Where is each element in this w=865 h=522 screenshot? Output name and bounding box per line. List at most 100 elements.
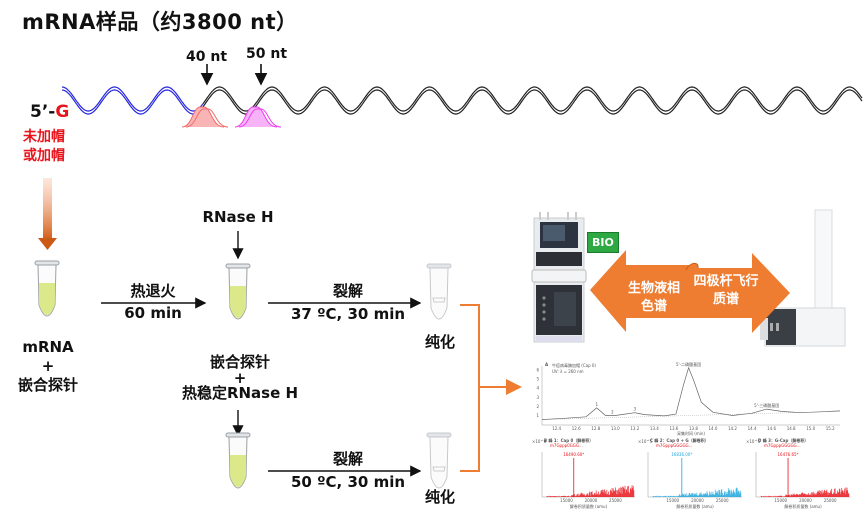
x-axis-label: 采集时间 (min) bbox=[677, 430, 705, 436]
y-tick-label: 5 bbox=[536, 377, 539, 382]
tube-pellet bbox=[432, 466, 446, 472]
cap-status: 未加帽 或加帽 bbox=[23, 128, 65, 166]
five-prime-text: 5’- bbox=[30, 102, 56, 122]
x-tick-label: 13.8 bbox=[689, 426, 698, 431]
peak-label: 3 bbox=[634, 407, 637, 412]
x-tick-label: 25000 bbox=[716, 498, 729, 503]
x-tick-label: 15000 bbox=[560, 498, 573, 503]
x-tick-label: 14.6 bbox=[767, 426, 776, 431]
ms-arrow bbox=[685, 253, 790, 333]
y-scale: ×10^6 bbox=[532, 439, 547, 444]
lc-label-line2: 色谱 bbox=[641, 298, 667, 314]
chart-title: C 峰 2：Cap 0 + G（解卷积） bbox=[650, 437, 709, 443]
tube-cap bbox=[426, 432, 452, 438]
annealing-label: 热退火 bbox=[130, 282, 176, 300]
cap-status-line1: 未加帽 bbox=[23, 129, 65, 145]
page-title: mRNA样品（约3800 nt） bbox=[22, 10, 298, 34]
tube-liquid bbox=[38, 283, 56, 315]
ms-panel-b: 16490.60* 15000 20000 25000 B 峰 1：Cap 0（解卷积）… bbox=[532, 437, 635, 509]
main-peak-label: 16836.00* bbox=[671, 452, 692, 457]
probe-site-40nt-label: 40 nt bbox=[186, 49, 228, 65]
tube-cap bbox=[34, 260, 60, 266]
chart-title: D 峰 3：G-Cap（解卷积） bbox=[758, 437, 808, 443]
x-tick-label: 20000 bbox=[585, 498, 598, 503]
probe-region-strand-2 bbox=[61, 89, 204, 115]
tube-liquid bbox=[229, 455, 247, 487]
chart-title: B 峰 1：Cap 0（解卷积） bbox=[544, 437, 593, 443]
cleavage-label-b: 裂解 bbox=[332, 450, 363, 468]
cap-status-line2: 或加帽 bbox=[23, 148, 65, 164]
thermo-reagent: 嵌合探针 + 热稳定RNase H bbox=[160, 353, 320, 403]
x-tick-label: 15000 bbox=[774, 498, 787, 503]
tube-purified-50 bbox=[426, 432, 452, 489]
orange-down-arrow bbox=[38, 178, 57, 250]
x-tick-label: 14.2 bbox=[728, 426, 737, 431]
start-label-line1: mRNA bbox=[22, 338, 74, 356]
x-axis-label: 解卷积质量数 (amu) bbox=[570, 503, 608, 509]
lc-instrument-image bbox=[531, 212, 587, 343]
tube-mrna-probe bbox=[34, 260, 60, 317]
chromatogram-trace bbox=[541, 366, 841, 420]
x-tick-label: 15.0 bbox=[806, 426, 815, 431]
panel-letter: A bbox=[545, 362, 549, 367]
ms-label-line1: 四极杆飞行 bbox=[693, 273, 758, 289]
tube-body bbox=[429, 267, 449, 320]
x-tick-label: 12.8 bbox=[591, 426, 600, 431]
y-tick-label: 6 bbox=[536, 368, 539, 373]
tube-cap bbox=[225, 263, 251, 269]
thermo-line2: + bbox=[233, 369, 247, 387]
cleavage-condition-b: 50 ºC, 30 min bbox=[290, 473, 406, 491]
x-tick-label: 13.2 bbox=[630, 426, 639, 431]
x-tick-label: 20000 bbox=[691, 498, 704, 503]
y-scale: ×10^5 bbox=[746, 439, 761, 444]
x-tick-label: 14.0 bbox=[709, 426, 718, 431]
x-tick-label: 13.6 bbox=[669, 426, 678, 431]
y-tick-label: 4 bbox=[536, 386, 539, 391]
mrna-strand bbox=[202, 86, 863, 112]
main-peak-label: 16490.60* bbox=[563, 452, 584, 457]
x-tick-label: 12.4 bbox=[552, 426, 561, 431]
ms-label-line2: 质谱 bbox=[713, 291, 739, 307]
x-tick-label: 20000 bbox=[799, 498, 812, 503]
annealing-time: 60 min bbox=[124, 304, 182, 322]
start-label-line2: + bbox=[41, 357, 55, 375]
start-tube-label: mRNA + 嵌合探针 bbox=[8, 338, 88, 395]
main-peak-label: 16476.65* bbox=[777, 452, 798, 457]
probe-40nt bbox=[181, 106, 229, 128]
tube-body bbox=[429, 436, 449, 489]
bio-badge: BIO bbox=[587, 232, 619, 253]
g-nucleotide: G bbox=[55, 102, 70, 122]
tube-cap bbox=[426, 263, 452, 269]
tube-liquid bbox=[229, 286, 247, 318]
peak-label: 5'-三磷酸基团 bbox=[754, 402, 779, 408]
x-tick-label: 12.6 bbox=[572, 426, 581, 431]
y-tick-label: 3 bbox=[536, 395, 539, 400]
y-tick-label: 1 bbox=[536, 413, 539, 418]
x-tick-label: 25000 bbox=[609, 498, 622, 503]
x-tick-label: 14.8 bbox=[787, 426, 796, 431]
panel-bg bbox=[528, 358, 862, 430]
y-scale: ×10^5 bbox=[638, 439, 653, 444]
tube-cap bbox=[225, 432, 251, 438]
merge-bracket bbox=[460, 304, 522, 472]
sequence-label: m7Gppp0GGG... bbox=[550, 443, 583, 448]
lc-arrow bbox=[590, 250, 697, 332]
thermo-line3: 热稳定RNase H bbox=[181, 384, 299, 402]
peak-label: 5'-二磷酸基团 bbox=[676, 361, 701, 367]
purify-label-a: 纯化 bbox=[424, 333, 455, 351]
peak-label: 2 bbox=[611, 409, 614, 414]
x-axis-label: 解卷积质量数 (amu) bbox=[676, 503, 714, 509]
ms-instrument-image bbox=[760, 209, 846, 347]
x-tick-label: 15.2 bbox=[826, 426, 835, 431]
tube-thermo bbox=[225, 432, 251, 489]
tube-purified-37 bbox=[426, 263, 452, 320]
probe-region-strand bbox=[61, 86, 204, 112]
sequence-label: m7GpppGGGGG... bbox=[656, 443, 692, 448]
x-tick-label: 14.4 bbox=[748, 426, 757, 431]
cleavage-condition-a: 37 ºC, 30 min bbox=[290, 305, 406, 323]
five-prime-label: 5’-G bbox=[30, 102, 69, 122]
